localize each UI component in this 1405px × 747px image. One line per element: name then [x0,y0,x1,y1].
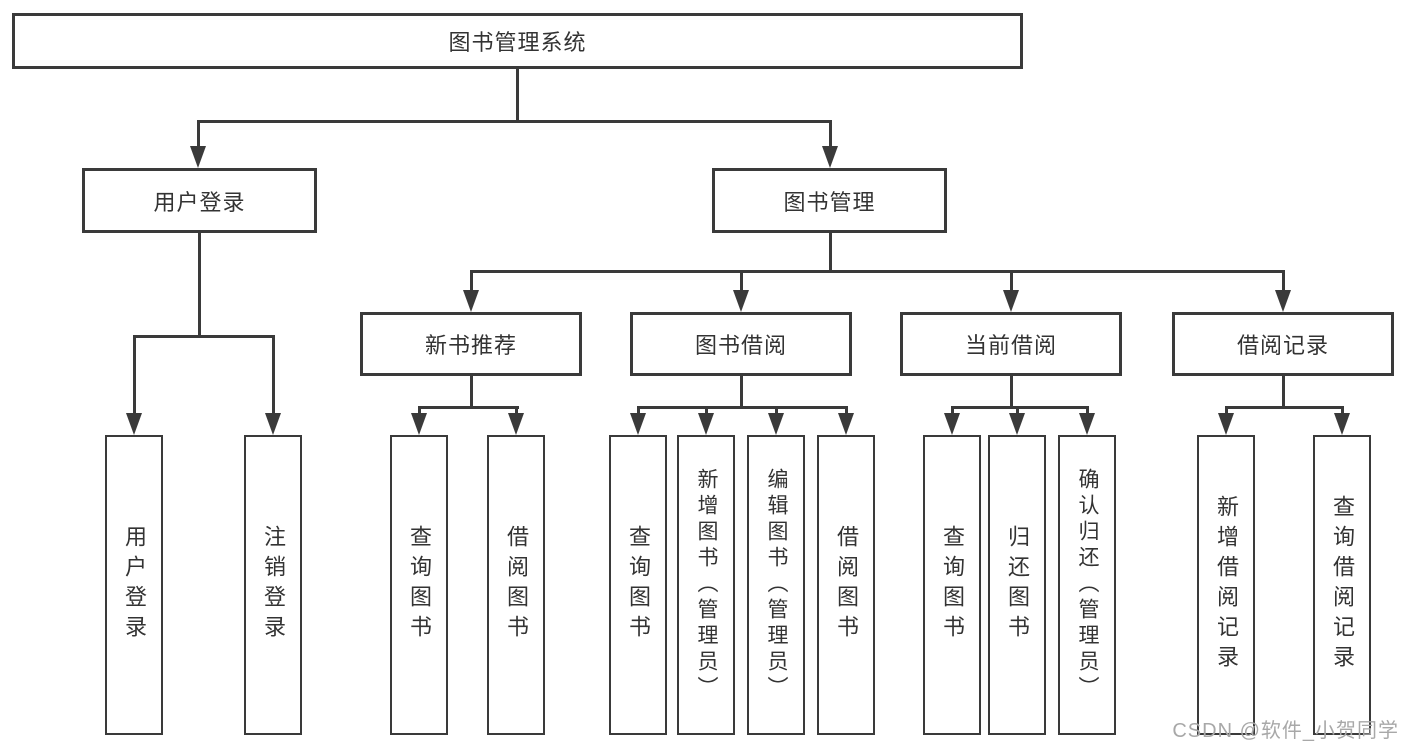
node-book-management: 图书管理 [712,168,947,233]
arrowhead-borrow-records [1275,290,1291,312]
arrowhead-leaf-logout [265,413,281,435]
connector-new-book-shaft [469,270,473,294]
connector-new-book-split [417,406,519,409]
connector-borrow-records-stub [1281,376,1285,409]
arrowhead-book-mgmt [822,146,838,168]
node-library-system-label: 图书管理系统 [448,30,587,55]
node-user-login-label: 用户登录 [153,189,246,215]
connector-leaf-shaft [774,406,778,416]
leaf-add-book-admin-label: 新增图书（管理员） [695,468,718,702]
arrowhead-leaf-return-book [1009,413,1025,435]
arrowhead-leaf-confirm-return [1079,413,1095,435]
arrowhead-user-login [190,146,206,168]
connector-book-mgmt-split [469,270,1285,273]
arrowhead-leaf-login [126,413,142,435]
leaf-return-book-label: 归还图书 [1005,525,1030,645]
leaf-query-books-2-label: 查询图书 [626,525,651,645]
leaf-return-book: 归还图书 [988,435,1046,735]
leaf-confirm-return-admin-label: 确认归还（管理员） [1076,468,1099,702]
node-book-borrow-label: 图书借阅 [694,333,787,358]
arrowhead-leaf-query-books-1 [411,413,427,435]
connector-root-split [196,120,832,123]
node-new-book-recommend-label: 新书推荐 [424,333,517,358]
leaf-logout: 注销登录 [244,435,302,735]
leaf-query-borrow-record: 查询借阅记录 [1313,435,1371,735]
connector-leaf-login-shaft [132,335,136,415]
connector-borrow-records-split [1224,406,1344,409]
leaf-query-borrow-record-label: 查询借阅记录 [1330,495,1355,675]
node-user-login: 用户登录 [82,168,317,233]
connector-new-book-stub [469,376,473,409]
leaf-borrow-books-2: 借阅图书 [817,435,875,735]
connector-leaf-shaft [514,406,518,416]
arrowhead-leaf-borrow-books-2 [838,413,854,435]
connector-current-borrow-stub [1009,376,1013,409]
arrowhead-leaf-query-books-2 [630,413,646,435]
arrowhead-book-borrow [733,290,749,312]
node-library-system: 图书管理系统 [12,13,1023,69]
node-current-borrow-label: 当前借阅 [964,333,1057,358]
leaf-confirm-return-admin: 确认归还（管理员） [1058,435,1116,735]
connector-leaf-shaft [1340,406,1344,416]
arrowhead-new-book [463,290,479,312]
arrowhead-leaf-edit-book [768,413,784,435]
connector-leaf-shaft [636,406,640,416]
connector-user-login-shaft [196,120,200,150]
connector-book-borrow-shaft [739,270,743,294]
arrowhead-leaf-query-books-3 [944,413,960,435]
connector-leaf-shaft [1015,406,1019,416]
leaf-query-books-2: 查询图书 [609,435,667,735]
connector-book-borrow-stub [739,376,743,409]
leaf-query-books-1: 查询图书 [390,435,448,735]
connector-leaf-shaft [844,406,848,416]
connector-leaf-shaft [1224,406,1228,416]
connector-leaf-logout-shaft [271,335,275,415]
node-book-borrow: 图书借阅 [630,312,852,376]
leaf-add-book-admin: 新增图书（管理员） [677,435,735,735]
connector-leaf-shaft [417,406,421,416]
leaf-edit-book-admin: 编辑图书（管理员） [747,435,805,735]
connector-user-login-split [132,335,275,338]
watermark: CSDN @软件_小贺同学 [1172,720,1399,742]
arrowhead-current-borrow [1003,290,1019,312]
connector-current-borrow-split [950,406,1089,409]
connector-book-mgmt-stub [828,233,832,272]
connector-borrow-records-shaft [1281,270,1285,294]
node-book-management-label: 图书管理 [783,189,876,215]
connector-leaf-shaft [1085,406,1089,416]
leaf-user-login-label: 用户登录 [122,525,147,645]
leaf-borrow-books-1-label: 借阅图书 [504,525,529,645]
leaf-query-books-3-label: 查询图书 [940,525,965,645]
leaf-add-borrow-record: 新增借阅记录 [1197,435,1255,735]
leaf-query-books-3: 查询图书 [923,435,981,735]
leaf-logout-label: 注销登录 [261,525,286,645]
arrowhead-leaf-borrow-books-1 [508,413,524,435]
leaf-user-login: 用户登录 [105,435,163,735]
connector-book-mgmt-shaft [828,120,832,150]
connector-leaf-shaft [704,406,708,416]
node-new-book-recommend: 新书推荐 [360,312,582,376]
connector-user-login-stub [197,233,201,337]
leaf-borrow-books-2-label: 借阅图书 [834,525,859,645]
connector-root-stub [515,69,519,122]
node-current-borrow: 当前借阅 [900,312,1122,376]
leaf-query-books-1-label: 查询图书 [407,525,432,645]
arrowhead-leaf-add-record [1218,413,1234,435]
arrowhead-leaf-add-book [698,413,714,435]
leaf-add-borrow-record-label: 新增借阅记录 [1214,495,1239,675]
connector-current-borrow-shaft [1009,270,1013,294]
arrowhead-leaf-query-record [1334,413,1350,435]
connector-leaf-shaft [950,406,954,416]
node-borrow-records: 借阅记录 [1172,312,1394,376]
leaf-borrow-books-1: 借阅图书 [487,435,545,735]
connector-book-borrow-split [636,406,848,409]
node-borrow-records-label: 借阅记录 [1236,333,1329,358]
leaf-edit-book-admin-label: 编辑图书（管理员） [765,468,788,702]
